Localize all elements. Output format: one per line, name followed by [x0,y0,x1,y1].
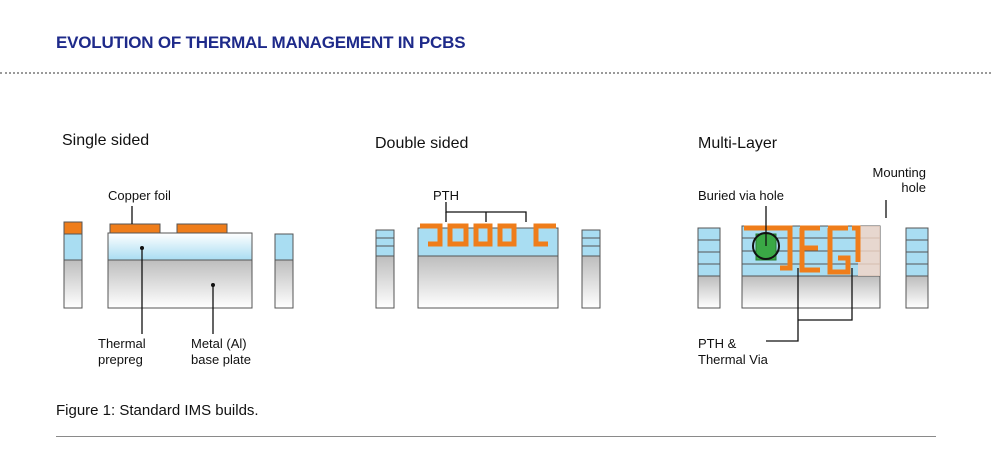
single-sided-title: Single sided [62,132,149,149]
multilayer-traces [744,225,861,275]
mounting-hole-label-line1: Mounting [873,165,926,180]
edge-prepreg [274,233,294,261]
pth-traces [420,223,556,247]
dotted-divider [0,72,991,74]
pth-thermal-via-label-line1: PTH & [698,336,737,351]
metal-base-plate [741,275,881,309]
thermal-prepreg-label-line1: Thermal [98,336,146,351]
double-sided-title: Double sided [375,135,468,152]
single-sided-panel: Single sided Copper foil Thermal prepreg… [62,132,294,367]
metal-base-plate [107,259,253,309]
leader-dot [140,246,144,250]
leader-dot [211,283,215,287]
thermal-prepreg-label-line2: prepreg [98,352,143,367]
copper-foil-pad [176,223,228,234]
pth-thermal-via-leader [798,268,853,321]
figure-caption: Figure 1: Standard IMS builds. [56,402,259,419]
edge-metal [581,255,601,309]
bottom-divider [56,436,936,437]
edge-prepreg [375,229,395,257]
metal-base-plate [417,255,559,309]
edge-metal [697,275,721,309]
multi-layer-title: Multi-Layer [698,135,778,152]
copper-foil-pad [109,223,161,234]
page-title: EVOLUTION OF THERMAL MANAGEMENT IN PCBS [56,33,466,52]
edge-prepreg [581,229,601,257]
edge-prepreg [63,233,83,261]
edge-metal [274,259,294,309]
edge-metal [905,275,929,309]
pth-thermal-via-label-line2: Thermal Via [698,352,769,367]
mounting-hole-label-line2: hole [901,180,926,195]
edge-copper [63,221,83,235]
metal-base-label-line2: base plate [191,352,251,367]
metal-base-label-line1: Metal (Al) [191,336,247,351]
double-sided-panel: Double sided PTH [375,135,601,309]
pth-thermal-via-leader [766,268,799,342]
pth-label: PTH [433,188,459,203]
buried-via-label: Buried via hole [698,188,784,203]
edge-metal [375,255,395,309]
edge-metal [63,259,83,309]
copper-foil-label: Copper foil [108,188,171,203]
thermal-prepreg-layer [107,232,253,261]
mounting-hole [858,226,880,276]
multi-layer-panel: Multi-Layer Mounting hole Buried via hol… [697,135,929,367]
